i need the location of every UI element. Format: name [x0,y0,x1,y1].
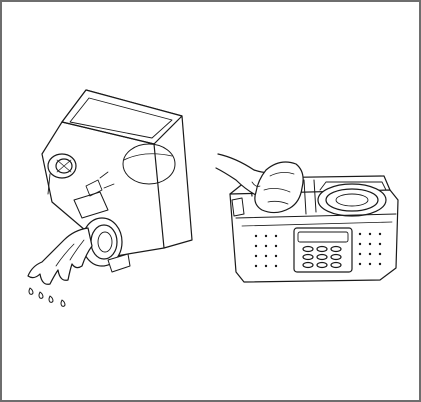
left-vent-grill [254,234,278,268]
water-tank-chamber [317,181,387,217]
control-panel [293,227,353,273]
tilted-device-draining-icon [28,90,192,307]
tilted-device-outlet [81,217,123,267]
tilted-device-dial [47,153,77,195]
right-vent-grill [358,232,382,266]
illustration-canvas [4,4,421,402]
water-stream [28,228,92,284]
tilted-device-side-oval [123,144,175,184]
device-being-wiped-icon [216,154,398,282]
cleaning-illustration [4,4,421,307]
hand-with-cloth-icon [216,154,303,213]
water-drops [28,287,66,307]
control-buttons [302,245,342,269]
tilted-device-side-edge [154,144,164,248]
cloth [255,162,303,213]
